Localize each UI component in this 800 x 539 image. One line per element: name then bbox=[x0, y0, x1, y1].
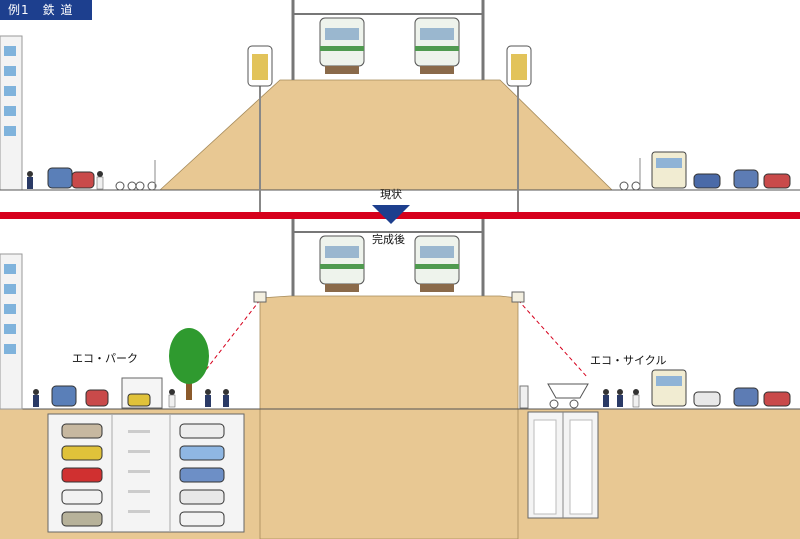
before-label: 現状 bbox=[380, 188, 402, 201]
train-right-bottom bbox=[414, 235, 460, 292]
train-left-bottom bbox=[319, 235, 365, 292]
after-label: 完成後 bbox=[372, 233, 405, 246]
underground-cycle bbox=[519, 383, 599, 519]
example-tag: 例1 鉄 道 bbox=[0, 0, 92, 20]
signal-box-left bbox=[247, 45, 273, 87]
building-left-top bbox=[0, 35, 23, 191]
street-right-bottom bbox=[603, 369, 791, 408]
signal-box-right bbox=[506, 45, 532, 87]
tree bbox=[169, 328, 209, 400]
eco-park-label: エコ・パーク bbox=[72, 350, 138, 366]
embankment bbox=[158, 79, 613, 191]
street-left-bottom bbox=[33, 377, 229, 409]
current-scene bbox=[0, 0, 800, 215]
divider-band bbox=[0, 212, 800, 219]
street-left-top bbox=[27, 160, 157, 191]
eco-cycle-label: エコ・サイクル bbox=[590, 352, 667, 368]
train-left-top bbox=[319, 17, 365, 74]
completed-scene bbox=[0, 219, 800, 539]
train-right-top bbox=[414, 17, 460, 74]
underground-parking bbox=[47, 413, 245, 533]
street-right-top bbox=[619, 151, 791, 191]
building-left-bottom bbox=[0, 253, 23, 410]
transition-arrow bbox=[372, 205, 410, 224]
